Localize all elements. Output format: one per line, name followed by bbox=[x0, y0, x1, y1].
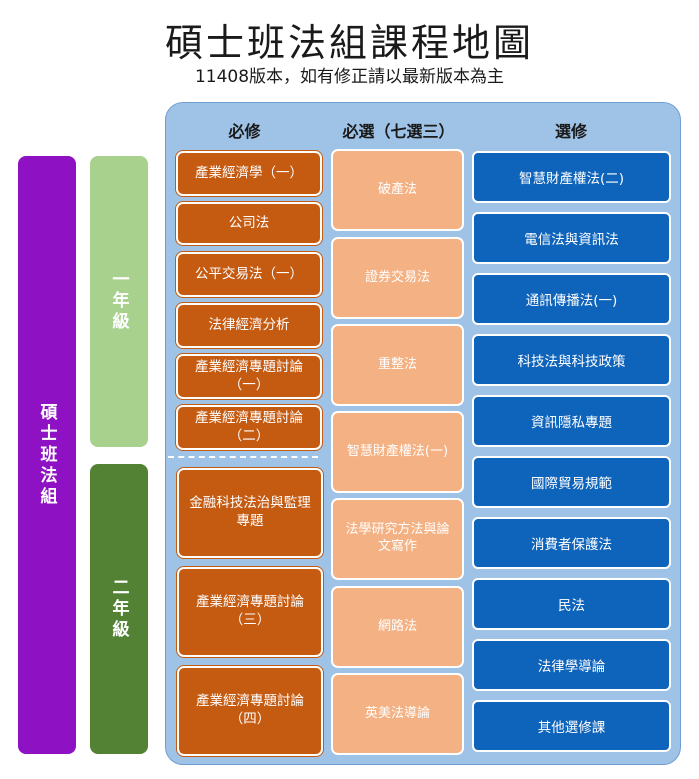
elective-course: 法律學導論 bbox=[472, 639, 671, 691]
column-header-core-elective: 必選（七選三） bbox=[342, 122, 455, 141]
column-header-elective: 選修 bbox=[554, 122, 587, 141]
required-course: 金融科技法治與監理專題 bbox=[177, 468, 323, 558]
elective-course: 其他選修課 bbox=[472, 700, 671, 752]
program-label: 碩士班法組 bbox=[18, 156, 76, 754]
column-header-required: 必修 bbox=[228, 122, 261, 141]
core-elective-course: 英美法導論 bbox=[331, 673, 464, 755]
required-course: 公平交易法（一） bbox=[176, 252, 322, 297]
page-title: 碩士班法組課程地圖 bbox=[164, 21, 534, 65]
elective-course: 國際貿易規範 bbox=[472, 456, 671, 508]
required-course: 公司法 bbox=[176, 202, 322, 245]
required-course: 法律經濟分析 bbox=[176, 303, 322, 348]
elective-course: 民法 bbox=[472, 578, 671, 630]
core-elective-course: 證券交易法 bbox=[331, 237, 464, 319]
elective-course: 電信法與資訊法 bbox=[472, 212, 671, 264]
year2-label: 二年級 bbox=[90, 464, 148, 754]
elective-course: 消費者保護法 bbox=[472, 517, 671, 569]
core-elective-course: 網路法 bbox=[331, 586, 464, 668]
required-course: 產業經濟專題討論（四） bbox=[177, 666, 323, 756]
required-course: 產業經濟專題討論（一） bbox=[176, 354, 322, 399]
required-course: 產業經濟專題討論（三） bbox=[177, 567, 323, 657]
core-elective-course: 重整法 bbox=[331, 324, 464, 406]
core-elective-course: 智慧財產權法(一) bbox=[331, 411, 464, 493]
elective-course: 科技法與科技政策 bbox=[472, 334, 671, 386]
elective-course: 通訊傳播法(一) bbox=[472, 273, 671, 325]
required-course: 產業經濟專題討論（二） bbox=[176, 405, 322, 450]
year-divider bbox=[168, 456, 318, 458]
version-note: 11408版本，如有修正請以最新版本為主 bbox=[194, 67, 505, 87]
core-elective-course: 破產法 bbox=[331, 149, 464, 231]
core-elective-course: 法學研究方法與論文寫作 bbox=[331, 498, 464, 580]
required-course: 產業經濟學（一） bbox=[176, 151, 322, 196]
elective-course: 智慧財產權法(二) bbox=[472, 151, 671, 203]
elective-course: 資訊隱私專題 bbox=[472, 395, 671, 447]
year1-label: 一年級 bbox=[90, 156, 148, 447]
